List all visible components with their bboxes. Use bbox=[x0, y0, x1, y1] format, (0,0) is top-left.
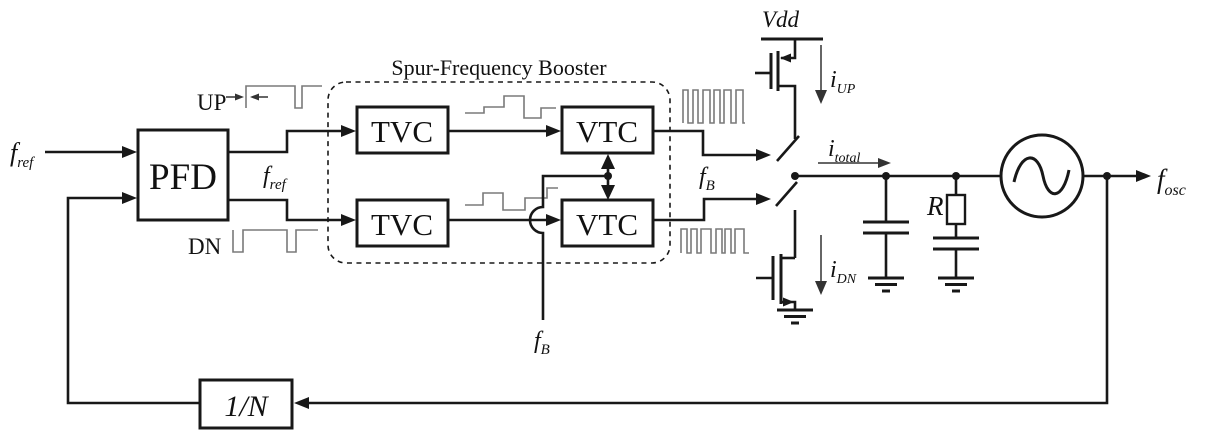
ground-icon bbox=[938, 276, 974, 293]
nmos-transistor-icon bbox=[756, 254, 813, 325]
resistor-icon bbox=[945, 193, 967, 226]
itotal-label: itotal bbox=[828, 136, 860, 166]
tvc-top-block: TVC bbox=[355, 105, 450, 155]
staircase-waveform-top-icon bbox=[465, 95, 556, 119]
booster-boundary bbox=[327, 81, 671, 264]
fb-bottom-label: fB bbox=[534, 328, 550, 358]
ground-icon bbox=[868, 276, 904, 293]
pulse-train-top-icon bbox=[682, 89, 745, 124]
fref-input-label: fref bbox=[10, 138, 35, 171]
divider-block: 1/N bbox=[198, 378, 294, 430]
tvc-bottom-label: TVC bbox=[371, 207, 433, 242]
fosc-label: fosc bbox=[1157, 164, 1186, 199]
fref-mid-label: fref bbox=[263, 163, 288, 193]
up-pulse-waveform-icon bbox=[226, 85, 322, 109]
idn-current-arrow bbox=[815, 235, 827, 295]
divider-label: 1/N bbox=[224, 390, 269, 423]
oscillator-icon bbox=[999, 133, 1085, 219]
iup-current-arrow bbox=[815, 45, 827, 104]
pfd-label: PFD bbox=[149, 157, 217, 198]
vtc-bottom-block: VTC bbox=[560, 198, 655, 248]
resistor-label: R bbox=[926, 191, 944, 221]
vtc-top-block: VTC bbox=[560, 105, 655, 155]
itotal-current-arrow bbox=[818, 158, 891, 168]
resistor-capacitor-branch bbox=[933, 176, 979, 293]
capacitor-icon bbox=[863, 176, 909, 293]
fb-switch-label: fB bbox=[699, 164, 715, 194]
switch-up-icon bbox=[776, 135, 800, 162]
iup-label: iUP bbox=[830, 67, 856, 97]
vdd-label: Vdd bbox=[762, 7, 800, 32]
fref-input-wire bbox=[45, 146, 137, 158]
tvc-top-label: TVC bbox=[371, 114, 433, 149]
booster-title: Spur-Frequency Booster bbox=[391, 55, 607, 80]
fb-injection-wire bbox=[528, 154, 615, 320]
loop-filter bbox=[795, 172, 1001, 293]
vtc-output-wires bbox=[653, 129, 771, 222]
vtc-top-label: VTC bbox=[576, 114, 638, 149]
pfd-output-wires bbox=[228, 125, 356, 226]
up-label: UP bbox=[197, 90, 226, 115]
charge-pump bbox=[755, 37, 827, 325]
staircase-waveform-bottom-icon bbox=[465, 187, 558, 211]
pulse-train-bottom-icon bbox=[680, 228, 749, 254]
idn-label: iDN bbox=[830, 257, 857, 287]
fosc-output-wire bbox=[1083, 170, 1151, 182]
feedback-wire bbox=[66, 176, 1109, 409]
ground-icon bbox=[777, 308, 813, 325]
switch-dn-icon bbox=[775, 181, 798, 258]
vtc-bottom-label: VTC bbox=[576, 207, 638, 242]
pmos-transistor-icon bbox=[755, 37, 823, 139]
tvc-bottom-block: TVC bbox=[355, 198, 450, 248]
pfd-block: PFD bbox=[136, 128, 230, 222]
dn-label: DN bbox=[188, 234, 222, 259]
dn-pulse-waveform-icon bbox=[232, 229, 318, 253]
